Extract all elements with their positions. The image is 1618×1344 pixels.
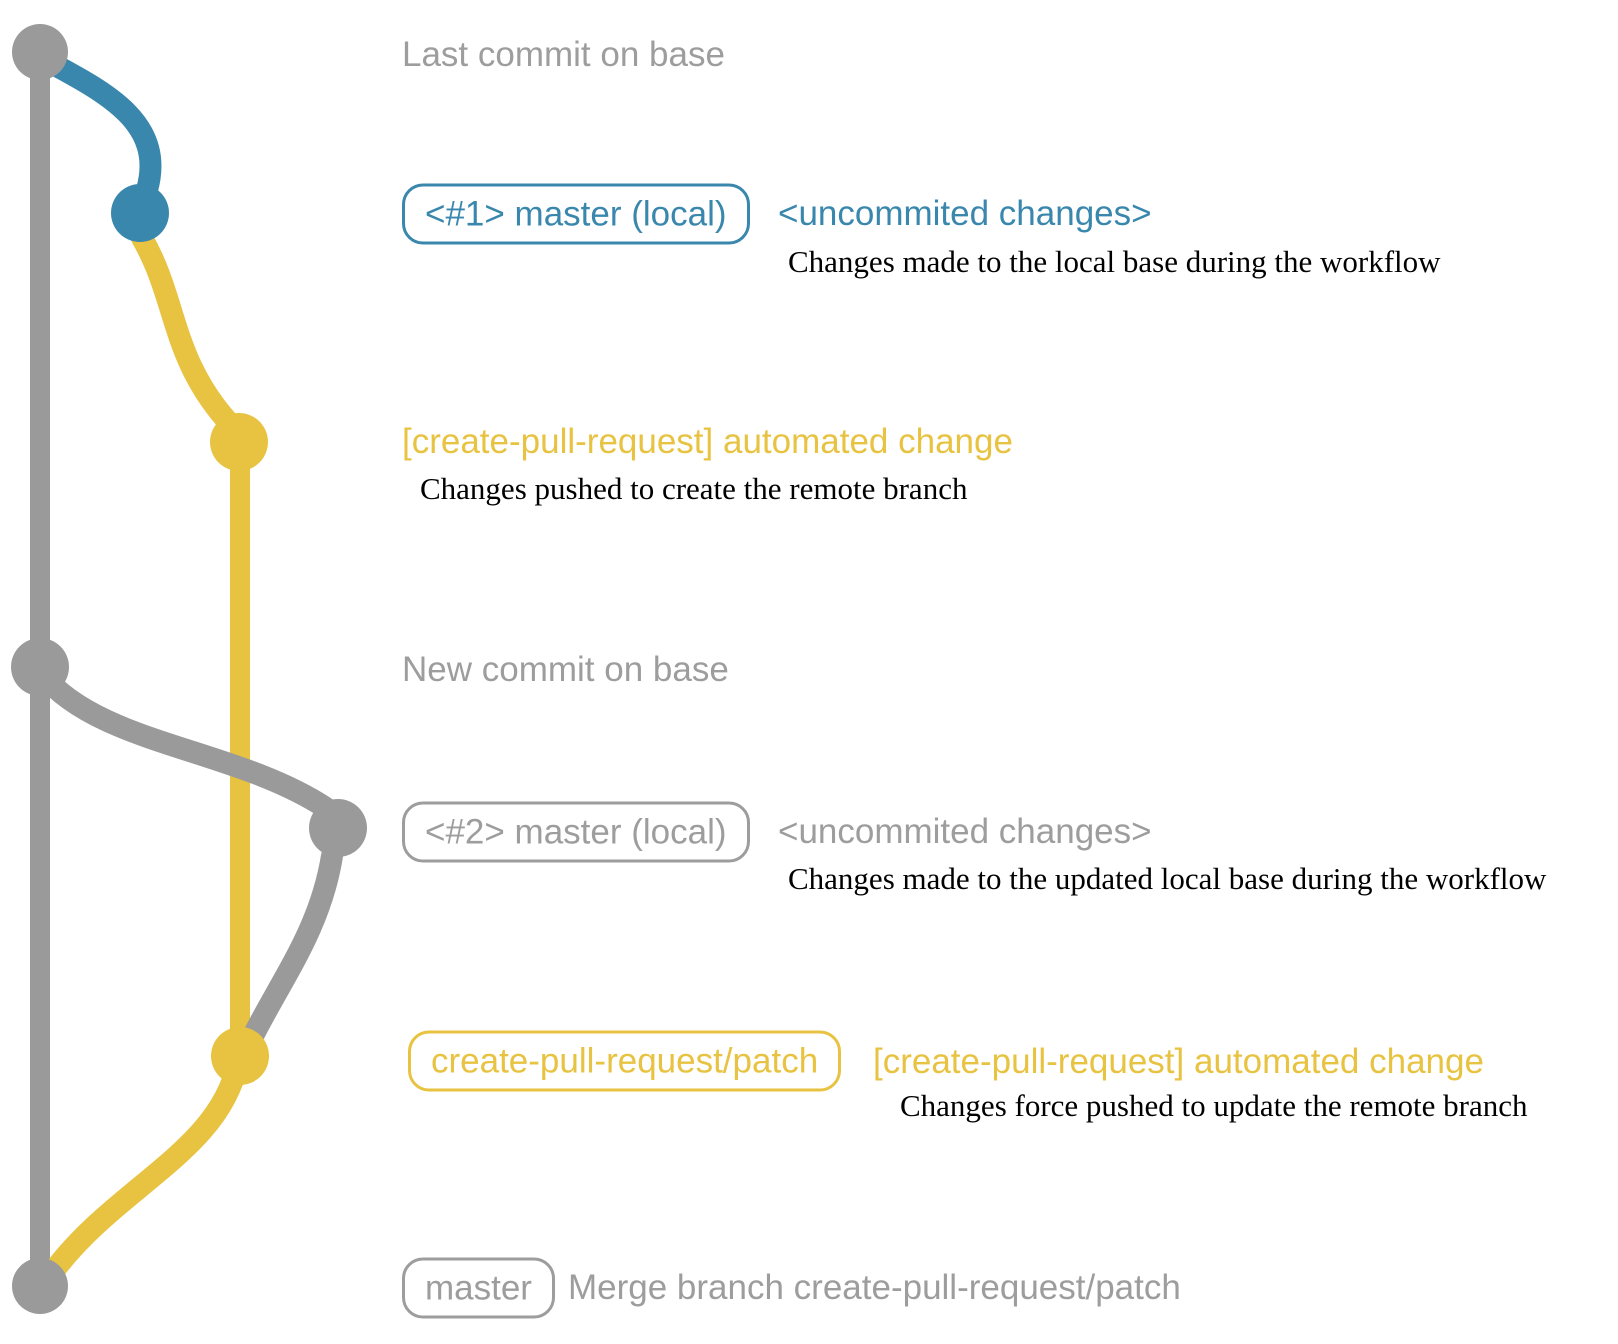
- branch-curve-master-local-2: [31, 663, 337, 819]
- label-merge-branch-message: Merge branch create-pull-request/patch: [568, 1268, 1181, 1307]
- desc-local-base-changes-1: Changes made to the local base during th…: [788, 244, 1441, 279]
- branch-curve-master-local-1: [31, 47, 162, 201]
- commit-node-local-2: [309, 799, 367, 857]
- ref-box-master: master: [402, 1257, 555, 1319]
- label-new-commit-on-base: New commit on base: [402, 650, 729, 689]
- commit-node-merge: [12, 1258, 68, 1314]
- merge-curve-patch-to-base: [45, 1051, 249, 1279]
- ref-box-master-local-2: <#2> master (local): [402, 801, 750, 863]
- desc-pushed-to-create-branch: Changes pushed to create the remote bran…: [420, 471, 968, 506]
- commit-node-new-base: [11, 638, 69, 696]
- commit-node-patch-1: [210, 413, 268, 471]
- curve-local2-to-patch: [241, 845, 343, 1049]
- ref-box-patch-branch: create-pull-request/patch: [408, 1030, 842, 1092]
- desc-force-pushed-update: Changes force pushed to update the remot…: [900, 1088, 1528, 1123]
- branch-curve-patch-out: [131, 227, 241, 435]
- commit-node-local-1: [111, 184, 169, 242]
- label-uncommited-changes-2: <uncommited changes>: [778, 812, 1152, 851]
- commit-node-patch-2: [211, 1027, 269, 1085]
- commit-node-last-base: [12, 24, 68, 80]
- label-automated-change-1: [create-pull-request] automated change: [402, 422, 1013, 461]
- ref-box-master-local-1: <#1> master (local): [402, 183, 750, 245]
- label-last-commit-on-base: Last commit on base: [402, 35, 725, 74]
- label-uncommited-changes-1: <uncommited changes>: [778, 194, 1152, 233]
- desc-local-base-changes-2: Changes made to the updated local base d…: [788, 861, 1547, 896]
- label-automated-change-2: [create-pull-request] automated change: [873, 1042, 1484, 1081]
